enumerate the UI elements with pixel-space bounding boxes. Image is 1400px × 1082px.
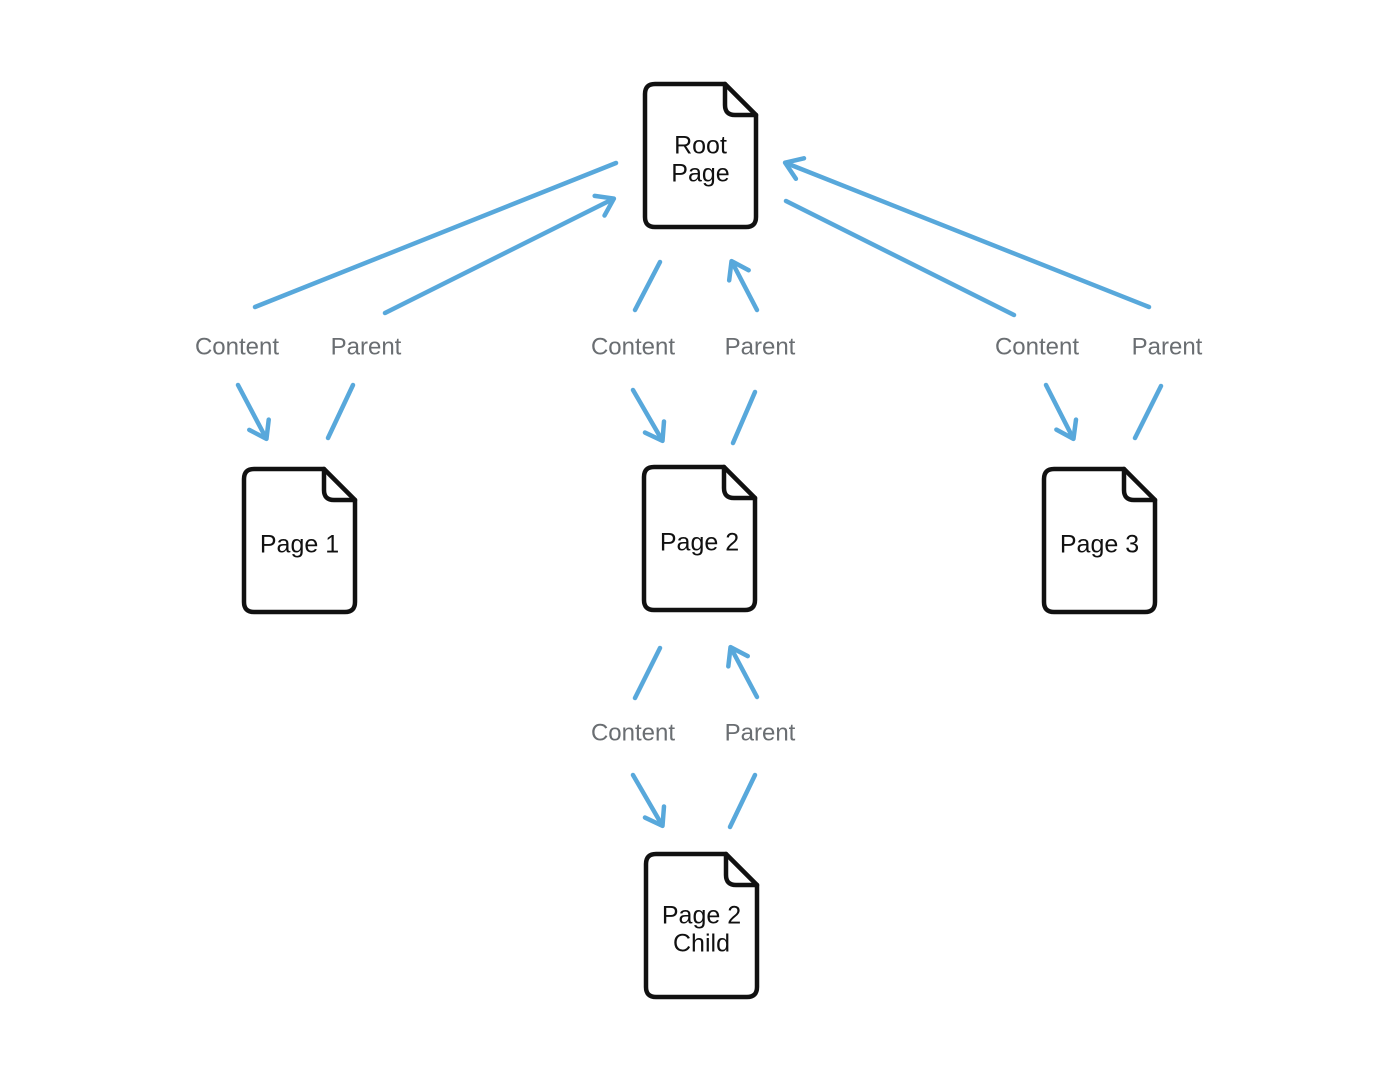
edge-content-root-to-page2-head-arrow	[630, 387, 667, 444]
node-page-1: Page 1	[241, 466, 358, 615]
node-root-page-label-line1: Root	[674, 132, 727, 160]
edge-parent-page1-to-root-tail	[325, 382, 356, 441]
edge-content-page2-to-child-tail	[632, 645, 663, 701]
document-fold-corner-icon	[1121, 466, 1158, 503]
edge-parent-child-to-page2-head-arrow	[726, 644, 760, 700]
edge-content-root-to-page1-head-arrow	[235, 382, 271, 442]
document-fold-corner-icon	[723, 851, 760, 888]
document-fold-corner-icon	[722, 81, 759, 118]
node-page-2-child-label-line2: Child	[673, 930, 730, 958]
node-page-2: Page 2	[641, 464, 758, 613]
document-fold-corner-icon	[721, 464, 758, 501]
node-page-2-label-line1: Page 2	[660, 529, 739, 557]
edge-parent-page2-to-root-head-arrow	[726, 258, 760, 313]
document-fold-corner-icon	[321, 466, 358, 503]
node-page-3: Page 3	[1041, 466, 1158, 615]
edge-parent-page3-to-root-tail	[1132, 383, 1164, 441]
node-root-page-label-line2: Page	[671, 160, 729, 188]
document-icon	[641, 464, 758, 613]
edge-content-root-to-page3-tail	[783, 198, 1017, 318]
edge-label-parent-page3: Parent	[1132, 334, 1203, 361]
node-page-2-child-label-line1: Page 2	[662, 902, 741, 930]
edge-label-content-page3: Content	[995, 334, 1079, 361]
edge-parent-page3-to-root-head-arrow	[782, 156, 1152, 310]
edge-label-parent-page2-child: Parent	[725, 720, 796, 747]
document-icon	[642, 81, 759, 230]
edge-label-parent-page2: Parent	[725, 334, 796, 361]
edge-content-root-to-page2-tail	[632, 259, 663, 313]
edge-parent-page2-to-root-tail	[730, 389, 758, 446]
edge-content-root-to-page1-upper	[252, 160, 619, 310]
edge-content-page2-to-child-head-arrow	[630, 772, 667, 829]
document-icon	[241, 466, 358, 615]
document-icon	[643, 851, 760, 1000]
edge-parent-child-to-page2-tail	[727, 772, 758, 830]
document-icon	[1041, 466, 1158, 615]
edge-label-parent-page1: Parent	[331, 334, 402, 361]
node-page-1-label-line1: Page 1	[260, 531, 339, 559]
node-page-3-label-line1: Page 3	[1060, 531, 1139, 559]
edge-label-content-page1: Content	[195, 334, 279, 361]
edge-content-root-to-page3-head-arrow	[1043, 382, 1079, 442]
edge-label-content-page2-child: Content	[591, 720, 675, 747]
edge-parent-page1-to-root-head-arrow	[382, 193, 617, 316]
edge-label-content-page2: Content	[591, 334, 675, 361]
